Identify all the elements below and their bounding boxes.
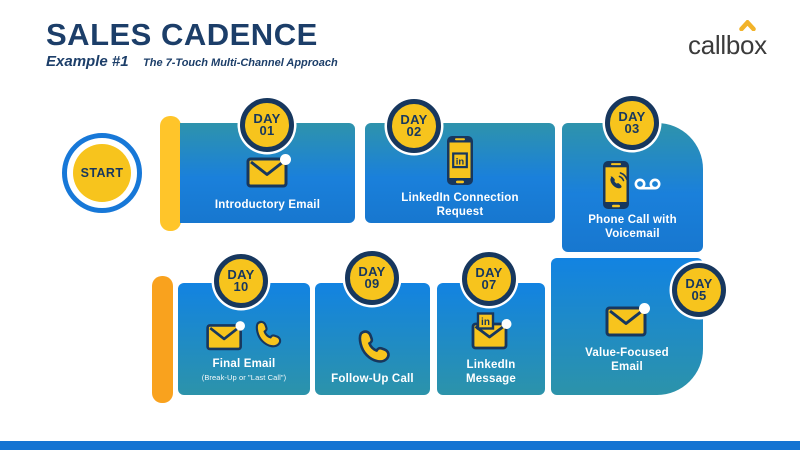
notification-dot [639,303,650,314]
day-badge-02: DAY 02 [387,99,441,153]
footer-accent-bar [0,441,800,450]
smartphone-linkedin-icon: in [447,136,473,185]
day-badge-09: DAY 09 [345,251,399,305]
email-icon [605,303,650,337]
notification-dot [235,320,245,331]
step-card-day-02: in LinkedIn Connection Request [365,123,555,223]
page-title: SALES CADENCE [46,17,318,52]
day-badge-01: DAY 01 [240,98,294,152]
day-word: DAY [618,108,646,124]
card-sublabel: (Break-Up or "Last Call") [201,373,287,382]
card-label: LinkedIn Connection Request [401,192,519,218]
start-badge: START [62,133,142,213]
voicemail-icon [633,178,660,190]
day-number: 03 [624,121,640,136]
logo-letter-o: o [739,20,756,61]
notification-dot [279,153,291,165]
subtitle: The 7-Touch Multi-Channel Approach [143,57,338,69]
day-number: 02 [406,124,422,139]
logo-text-post: x [754,30,767,60]
card-label: Phone Call with Voicemail [588,214,677,240]
day-badge-05: DAY 05 [672,263,726,317]
connector-bar-bottom [152,276,173,403]
email-icon [246,153,291,187]
step-card-day-05: Value-Focused Email [551,258,703,395]
caret-up-icon [739,20,756,31]
day-word: DAY [253,110,281,126]
day-badge-10: DAY 10 [214,254,268,308]
start-label: START [73,144,131,202]
card-label: Follow-Up Call [331,372,414,385]
email-and-phone-icons [205,319,283,351]
email-linkedin-icon: in [471,312,512,350]
connector-bar-top [160,116,181,231]
linkedin-badge-icon: in [481,317,490,328]
email-icon [206,320,245,350]
card-label: Final Email [212,357,276,370]
phone-voicemail-icon [602,161,660,209]
card-label: Value-Focused Email [585,347,669,373]
phone-handset-icon [358,329,390,363]
day-number: 09 [364,276,380,291]
day-word: DAY [400,111,428,127]
day-number: 05 [691,288,707,303]
day-word: DAY [227,266,255,282]
day-number: 01 [259,123,275,138]
logo-text-pre: callb [688,30,740,60]
step-card-day-10: Final Email (Break-Up or "Last Call") [178,283,310,395]
day-number: 10 [233,279,249,294]
day-badge-07: DAY 07 [462,252,516,306]
card-label: Introductory Email [214,198,321,211]
notification-dot [501,319,512,329]
linkedin-badge-icon: in [456,156,465,167]
day-word: DAY [685,275,713,291]
step-card-day-03: Phone Call with Voicemail [562,123,703,252]
day-word: DAY [475,264,503,280]
day-badge-03: DAY 03 [605,96,659,150]
example-label: Example #1 [46,53,129,70]
day-word: DAY [358,263,386,279]
phone-handset-icon [255,320,282,348]
day-number: 07 [481,277,497,292]
card-label: LinkedIn Message [466,359,516,385]
